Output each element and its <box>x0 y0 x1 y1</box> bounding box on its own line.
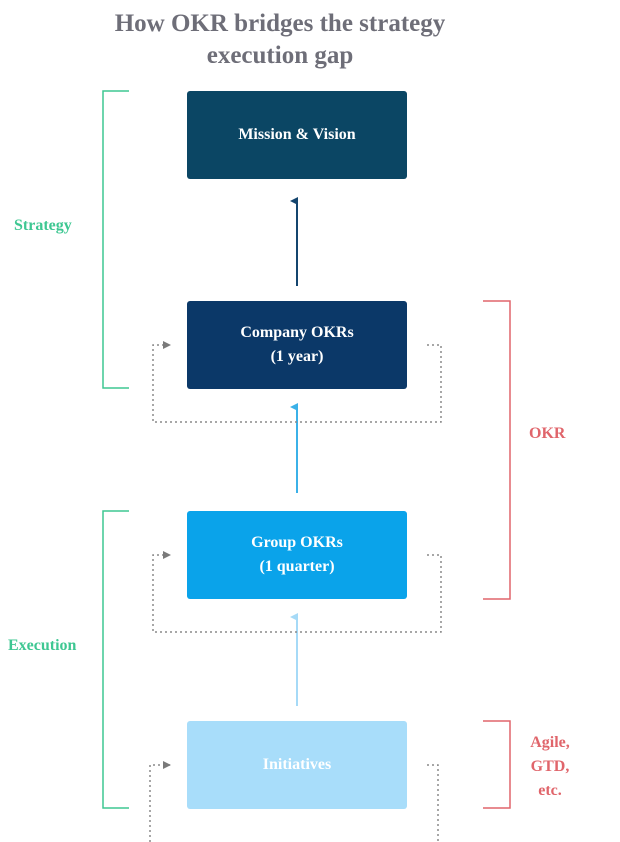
okr-label: OKR <box>529 425 566 442</box>
feedback-loop-group <box>152 551 442 633</box>
feedback-loop-initiatives <box>149 761 439 842</box>
initiatives-box: Initiatives <box>187 721 407 809</box>
strategy-bracket <box>102 90 129 389</box>
company-okrs-box: Company OKRs (1 year) <box>187 301 407 389</box>
group-okrs-box: Group OKRs (1 quarter) <box>187 511 407 599</box>
page-title: How OKR bridges the strategy execution g… <box>114 10 446 69</box>
strategy-label: Strategy <box>14 217 72 234</box>
execution-bracket <box>102 510 129 809</box>
mission-vision-box: Mission & Vision <box>187 91 407 179</box>
agile-bracket <box>483 720 511 809</box>
agile-gtd-label: Agile, GTD, etc. <box>530 734 570 799</box>
feedback-loop-company <box>152 341 442 423</box>
okr-bracket <box>483 300 511 600</box>
execution-label: Execution <box>8 637 77 654</box>
